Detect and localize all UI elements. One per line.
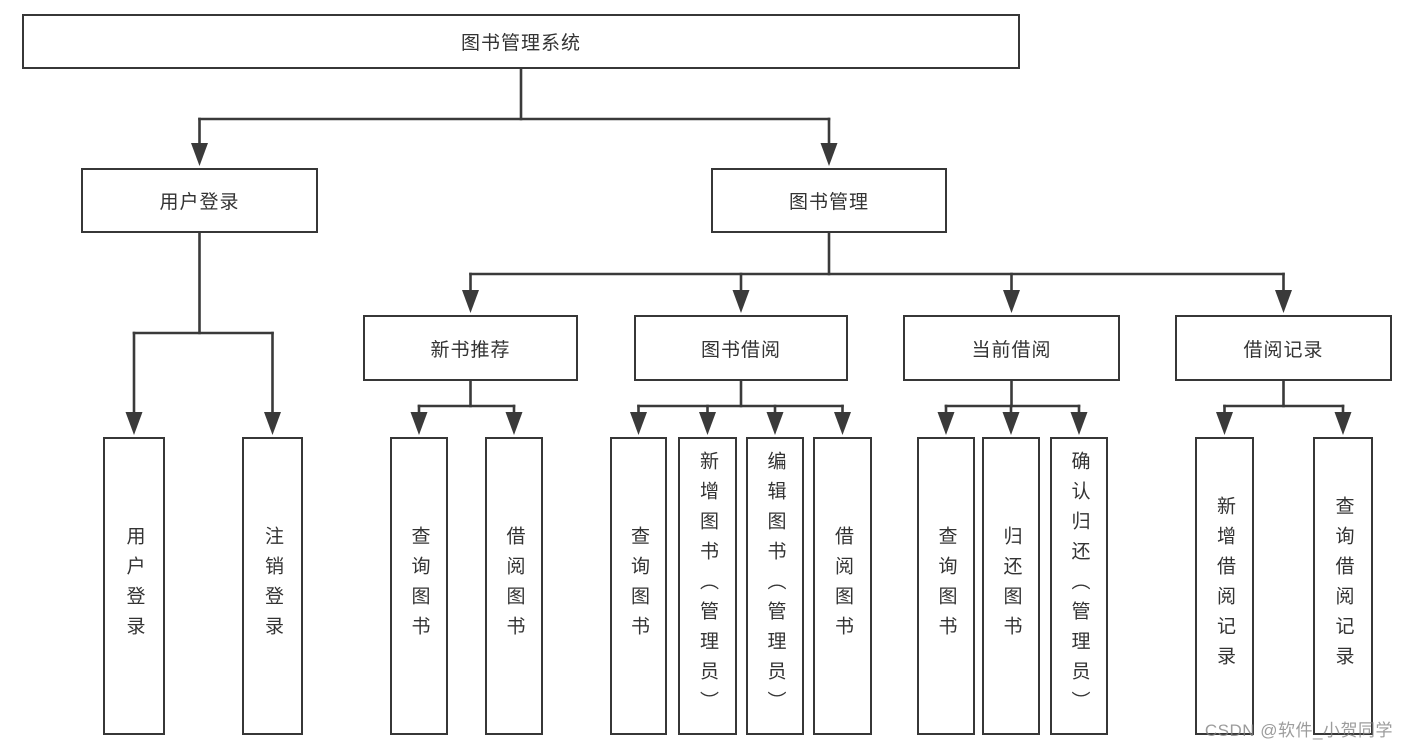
node-v-logout: 注销登录 [242, 437, 303, 735]
node-label: 查询图书 [935, 526, 957, 646]
node-book-borrow: 图书借阅 [634, 315, 848, 381]
node-v-confirm-return: 确认归还（管理员） [1050, 437, 1108, 735]
node-v-edit-book: 编辑图书（管理员） [746, 437, 804, 735]
node-book-mgmt: 图书管理 [711, 168, 947, 233]
node-user-login: 用户登录 [81, 168, 318, 233]
node-label: 图书借阅 [700, 339, 781, 361]
node-label: 查询图书 [628, 526, 649, 646]
node-current-borrow: 当前借阅 [903, 315, 1120, 381]
node-label: 借阅图书 [832, 526, 853, 646]
node-root: 图书管理系统 [22, 14, 1020, 69]
node-label: 归还图书 [1000, 526, 1022, 646]
node-v-add-borrow-record: 新增借阅记录 [1195, 437, 1254, 735]
node-v-borrow-book-2: 借阅图书 [813, 437, 872, 735]
node-label: 查询借阅记录 [1332, 496, 1354, 676]
node-v-query-book-3: 查询图书 [917, 437, 975, 735]
node-label: 图书管理系统 [460, 33, 581, 54]
watermark: CSDN @软件_小贺同学 [1204, 721, 1393, 740]
node-label: 借阅图书 [503, 526, 525, 646]
node-label: 新增图书（管理员） [697, 451, 718, 721]
node-label: 借阅记录 [1243, 339, 1324, 361]
node-v-query-book-2: 查询图书 [610, 437, 667, 735]
node-v-borrow-book-1: 借阅图书 [485, 437, 543, 735]
node-v-user-login: 用户登录 [103, 437, 165, 735]
node-label: 确认归还（管理员） [1068, 451, 1090, 721]
node-v-query-book-1: 查询图书 [390, 437, 448, 735]
node-v-add-book: 新增图书（管理员） [678, 437, 737, 735]
node-new-book-rec: 新书推荐 [363, 315, 578, 381]
node-v-return-book: 归还图书 [982, 437, 1040, 735]
node-label: 图书管理 [788, 192, 869, 213]
node-label: 编辑图书（管理员） [764, 451, 786, 721]
node-label: 注销登录 [262, 526, 283, 646]
node-v-query-borrow-record: 查询借阅记录 [1313, 437, 1373, 735]
node-label: 当前借阅 [971, 339, 1052, 361]
node-label: 用户登录 [159, 192, 240, 213]
node-label: 新书推荐 [430, 339, 511, 361]
node-label: 新增借阅记录 [1214, 496, 1235, 676]
node-label: 查询图书 [408, 526, 430, 646]
node-label: 用户登录 [123, 526, 145, 646]
node-borrow-records: 借阅记录 [1175, 315, 1392, 381]
